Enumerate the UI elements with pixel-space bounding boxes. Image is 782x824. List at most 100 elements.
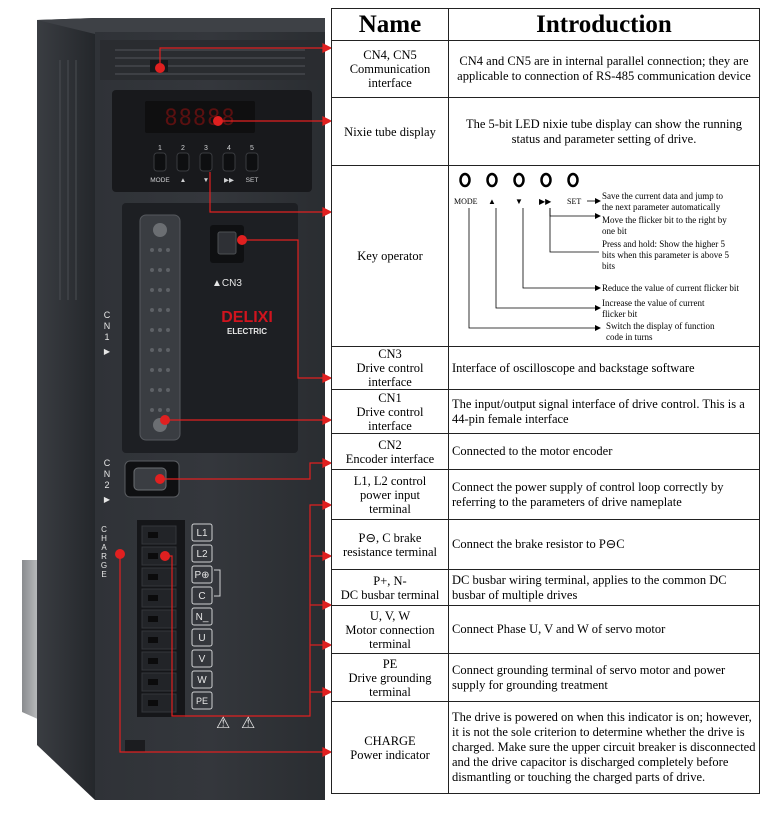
svg-text:N: N (104, 469, 111, 479)
key-shift: ▶▶ (539, 197, 552, 206)
key-mode: MODE (454, 197, 478, 206)
key-button-up[interactable] (176, 152, 190, 172)
svg-text:H: H (101, 534, 107, 543)
cn3-socket (217, 231, 237, 255)
cn1-connector (139, 214, 181, 441)
svg-text:▶: ▶ (104, 347, 111, 356)
terminal-slots (141, 525, 177, 713)
mounting-plate (22, 560, 40, 720)
cn1-label: C N 1 ▶ (104, 310, 111, 356)
brand-logo: DELIXI (221, 309, 273, 326)
svg-text:▶: ▶ (104, 495, 111, 504)
key-button-set[interactable] (245, 152, 259, 172)
key-button-mode[interactable] (153, 152, 167, 172)
svg-text:R: R (101, 552, 107, 561)
row-intro: CN4 and CN5 are in internal parallel con… (448, 40, 760, 98)
key-digit-circles (459, 172, 579, 188)
terminal-label-w: W (197, 675, 207, 686)
table-row: P+, N-DC busbar terminal DC busbar wirin… (331, 569, 760, 606)
key-operator-diagram: MODE ▲ ▼ ▶▶ SET (448, 165, 760, 347)
terminal-screws (148, 532, 158, 706)
row-intro: The input/output signal interface of dri… (448, 389, 760, 434)
svg-text:1: 1 (104, 332, 109, 342)
top-vent-slits (115, 49, 305, 75)
led-digits: 88888 (164, 106, 235, 131)
terminal-label-v: V (199, 654, 206, 665)
cn1-screw-top (153, 223, 167, 237)
annotation-hold: Press and hold: Show the higher 5 bits w… (602, 239, 731, 271)
side-panel (37, 18, 95, 800)
table-row: Nixie tube display The 5-bit LED nixie t… (331, 97, 760, 166)
key-number-3: 3 (204, 145, 208, 152)
key-down: ▼ (515, 197, 523, 206)
charge-label: C H A R G E (101, 525, 107, 579)
header-introduction: Introduction (448, 8, 760, 41)
row-intro: The 5-bit LED nixie tube display can sho… (448, 97, 760, 166)
key-number-4: 4 (227, 145, 231, 152)
annotation-shift: Move the flicker bit to the right by one… (602, 215, 729, 236)
led-window (145, 101, 255, 133)
row-intro: The drive is powered on when this indica… (448, 701, 760, 794)
key-label-set: SET (246, 177, 259, 184)
key-number-2: 2 (181, 145, 185, 152)
brake-bracket (214, 569, 221, 597)
key-leader-arrows (595, 198, 601, 331)
svg-text:N: N (104, 321, 111, 331)
row-intro: DC busbar wiring terminal, applies to th… (448, 569, 760, 606)
row-name: Nixie tube display (331, 97, 449, 166)
row-name: P+, N-DC busbar terminal (331, 569, 449, 606)
row-intro: Connect the brake resistor to P⊖C (448, 519, 760, 570)
leader-line-cn4-cn5 (159, 47, 325, 68)
annotation-up: Increase the value of current flicker bi… (602, 298, 707, 319)
svg-text:C: C (104, 310, 111, 320)
cn1-pins (150, 248, 170, 412)
key-button-shift[interactable] (222, 152, 236, 172)
cn3-label: ▲CN3 (212, 278, 242, 289)
row-name: Key operator (331, 165, 449, 347)
svg-text:G: G (101, 561, 107, 570)
svg-text:C: C (101, 525, 107, 534)
terminal-label-n: N_ (196, 612, 209, 623)
terminal-label-u: U (198, 633, 205, 644)
leader-line-charge (119, 554, 325, 753)
table-row-key-operator: Key operator MODE ▲ ▼ (331, 165, 760, 347)
key-set: SET (567, 197, 581, 206)
warning-icon: ⚠ (241, 713, 255, 732)
key-number-1: 1 (158, 145, 162, 152)
key-label-up: ▲ (180, 177, 186, 184)
key-label-down: ▼ (203, 177, 209, 184)
row-intro: Connect Phase U, V and W of servo motor (448, 605, 760, 654)
leader-line-terminals (165, 504, 325, 717)
warning-symbols: ⚠ ⚠ (216, 713, 255, 732)
key-button-down[interactable] (199, 152, 213, 172)
row-intro: Connected to the motor encoder (448, 433, 760, 470)
row-intro: Interface of oscilloscope and backstage … (448, 346, 760, 390)
table-header-row: Name Introduction (331, 8, 760, 41)
svg-text:C: C (104, 458, 111, 468)
annotation-mode: Switch the display of function code in t… (606, 321, 717, 342)
annotation-set: Save the current data and jump to the ne… (602, 191, 725, 212)
svg-text:2: 2 (104, 480, 109, 490)
svg-text:A: A (101, 543, 107, 552)
brand-sub: ELECTRIC (227, 327, 267, 336)
cn2-label: C N 2 ▶ (104, 458, 111, 504)
terminal-label-p: P⊕ (194, 570, 209, 581)
annotation-down: Reduce the value of current flicker bit (602, 283, 739, 293)
